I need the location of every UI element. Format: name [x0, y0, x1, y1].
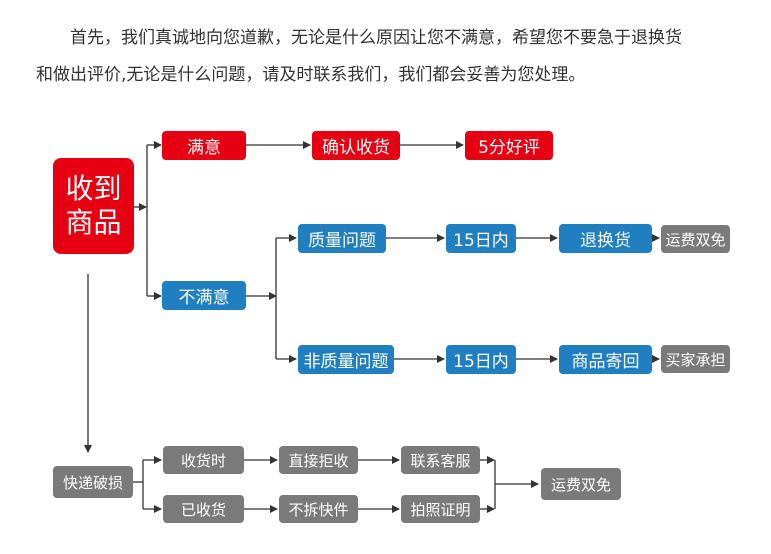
node-contact-service: 联系客服 — [401, 446, 480, 474]
start-node-line-1: 收到 — [65, 172, 122, 205]
node-return-exchange: 退换货 — [559, 224, 652, 253]
node-shipping-free-both: 运费双免 — [661, 225, 730, 253]
node-do-not-open: 不拆快件 — [279, 495, 358, 523]
node-photo-proof: 拍照证明 — [401, 495, 480, 523]
intro-line-1: 首先，我们真诚地向您道歉，无论是什么原因让您不满意，希望您不要急于退换货 — [70, 28, 682, 48]
start-node-received-goods: 收到 商品 — [53, 158, 134, 254]
node-confirm-receipt: 确认收货 — [312, 131, 400, 160]
start-node-line-2: 商品 — [65, 206, 122, 239]
node-non-quality-issue: 非质量问题 — [298, 345, 394, 374]
node-buyer-pays: 买家承担 — [661, 345, 730, 373]
node-damage-shipping-free: 运费双免 — [541, 468, 621, 500]
node-non-quality-15-days: 15日内 — [446, 345, 516, 374]
node-quality-issue: 质量问题 — [298, 224, 386, 253]
intro-line-2: 和做出评价,无论是什么问题，请及时联系我们，我们都会妥善为您处理。 — [36, 65, 586, 85]
node-already-received: 已收货 — [163, 495, 244, 523]
node-satisfied: 满意 — [162, 131, 246, 160]
node-unsatisfied: 不满意 — [162, 281, 246, 310]
node-send-back-goods: 商品寄回 — [559, 345, 652, 374]
node-express-damage: 快递破损 — [53, 466, 133, 498]
node-quality-15-days: 15日内 — [446, 224, 516, 253]
node-on-receipt: 收货时 — [163, 446, 244, 474]
intro-text: 首先，我们真诚地向您道歉，无论是什么原因让您不满意，希望您不要急于退换货 和做出… — [36, 20, 736, 94]
node-refuse-directly: 直接拒收 — [279, 446, 358, 474]
node-five-star-review: 5分好评 — [465, 131, 553, 160]
